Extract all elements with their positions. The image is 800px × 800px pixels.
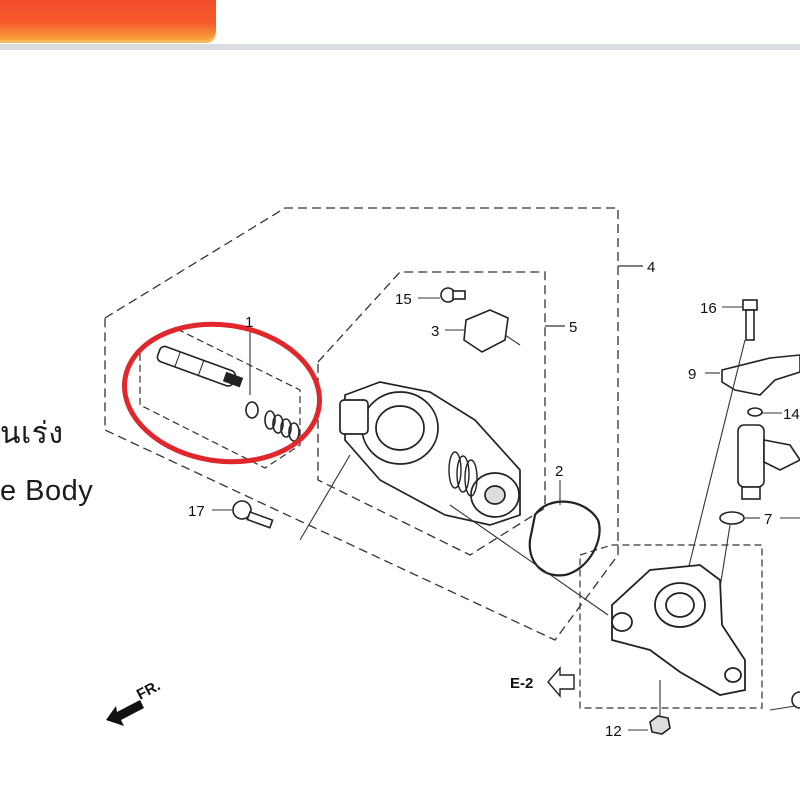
injector-part [737, 424, 800, 500]
front-arrow-icon [106, 700, 144, 726]
header-divider [0, 44, 800, 50]
bolt-part-15 [440, 287, 466, 303]
callout-2: 2 [555, 463, 563, 480]
group-outline-5 [317, 271, 546, 556]
callout-5: 5 [569, 319, 577, 336]
seal-part-7 [719, 511, 745, 525]
ref-arrow-shape [547, 666, 575, 698]
gasket-part-2 [528, 500, 601, 577]
highlight-circle [121, 321, 323, 465]
throttle-body-part [339, 381, 521, 526]
callout-15: 15 [395, 291, 412, 308]
group-outline-4 [104, 207, 619, 641]
callout-12: 12 [605, 723, 622, 740]
throttle-shaft-part [156, 345, 244, 388]
washer-part [245, 401, 259, 419]
nut-part-12 [649, 715, 671, 735]
callout-17: 17 [188, 503, 205, 520]
group-outline-1 [139, 327, 301, 469]
callout-14: 14 [783, 406, 800, 423]
thai-partial-label: นเร่ง [0, 417, 64, 450]
ref-label-e2: E-2 [510, 675, 533, 692]
spring-part [264, 410, 300, 442]
callout-9: 9 [688, 366, 696, 383]
callout-1: 1 [245, 314, 253, 331]
callout-7: 7 [764, 511, 772, 528]
intake-manifold-part [611, 564, 746, 696]
washer-part-14 [747, 407, 763, 417]
bolt-part-16 [742, 299, 758, 341]
top-bar [0, 0, 800, 52]
english-partial-label: e Body [0, 475, 94, 507]
callout-4: 4 [647, 259, 655, 276]
sensor-part-3 [463, 309, 509, 353]
bolt-part-17 [232, 500, 274, 529]
callout-16: 16 [700, 300, 717, 317]
orange-header-tab[interactable] [0, 0, 216, 40]
front-direction-label: FR. [134, 677, 163, 703]
group-outline-lower [579, 544, 763, 709]
callout-3: 3 [431, 323, 439, 340]
bracket-part-9 [721, 354, 800, 396]
